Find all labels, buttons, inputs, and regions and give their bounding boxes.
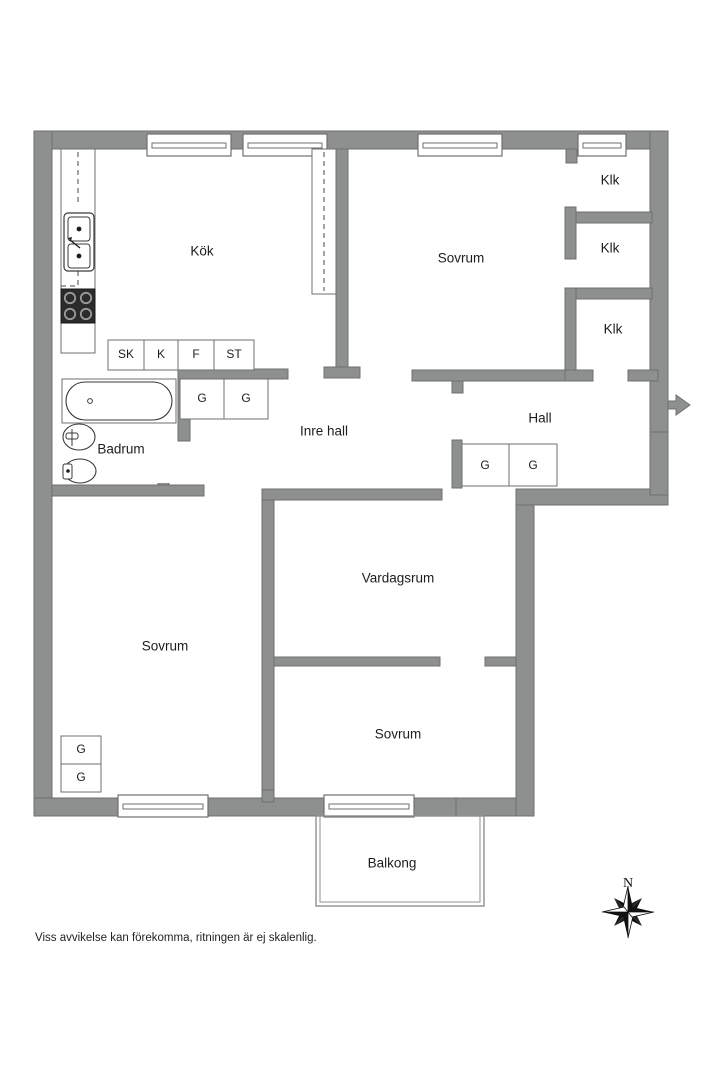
wardrobe-layer: G G G G G G [60,378,558,793]
wall-kok-sovrum [335,148,349,378]
room-label-layer: Kök Sovrum Klk Klk Klk Badrum Inre hall … [97,173,622,871]
room-label-klk-2: Klk [601,241,620,256]
wall-kok-sovrum-foot [323,366,361,379]
wall-klk1-left [564,206,577,260]
wardrobe-label-hall-2: G [528,458,537,472]
wardrobe-label-inrehall-2: G [241,391,250,405]
room-label-hall: Hall [528,411,551,426]
kitchen-sink-icon [63,212,95,272]
cabinet-label-f: F [192,347,199,361]
wall-hall-right-lower [649,431,669,496]
disclaimer-caption: Viss avvikelse kan förekomma, ritningen … [35,932,317,944]
room-label-inre-hall: Inre hall [300,424,348,439]
wardrobe-label-sovrum-2: G [76,770,85,784]
balcony-outline [315,815,485,907]
wall-klk-top-pier [565,148,578,164]
washbasin-icon [62,423,96,451]
window-sovrum1 [417,133,503,157]
exterior-wall-hall-bottom [515,488,669,506]
cabinet-label-sk: SK [118,347,134,361]
bathroom-fixtures [61,378,177,484]
room-label-klk-1: Klk [601,173,620,188]
entry-door-arrow-icon[interactable] [667,394,691,416]
room-label-klk-3: Klk [604,322,623,337]
room-label-badrum: Badrum [97,442,144,457]
kitchen-cabinet-row [107,339,255,371]
room-label-sovrum-1: Sovrum [438,251,485,266]
window-klk1 [577,133,627,157]
window-sovrum3 [323,794,415,818]
wall-sovrum2-top [51,484,205,497]
compass-rose: N [601,876,655,939]
wall-klk1-klk2-divider [575,211,653,224]
exterior-wall-top [33,130,669,150]
room-label-kok: Kök [190,244,214,259]
cabinet-label-k: K [157,347,165,361]
inre-hall-closet [311,148,337,295]
wall-klk3-bottom-right [627,369,659,382]
wardrobe-label-hall-1: G [480,458,489,472]
window-kok-1 [146,133,232,157]
wall-bottom-pier [261,789,275,803]
room-label-vardagsrum: Vardagsrum [362,571,435,586]
stove-icon [60,288,96,324]
wall-vardagsrum-top [261,488,443,501]
kitchen-fixtures: SK K F ST [60,148,255,371]
wardrobe-label-inrehall-1: G [197,391,206,405]
wardrobe-label-sovrum-1: G [76,742,85,756]
room-label-sovrum-3: Sovrum [375,727,422,742]
window-kok-2 [242,133,328,157]
exterior-wall-right-lower [515,488,535,817]
window-layer [117,133,627,818]
room-label-sovrum-2: Sovrum [142,639,189,654]
wall-sovrum3-right-stub [484,656,517,667]
compass-north-label: N [623,876,633,891]
bathtub-icon [61,378,177,424]
wall-sovrum1-bottom-stub [451,380,464,394]
exterior-wall-left [33,130,53,817]
window-sovrum2 [117,794,209,818]
cabinet-label-st: ST [226,347,242,361]
wall-vardagsrum-left [261,488,275,800]
toilet-icon [62,458,97,484]
wall-vardagsrum-sovrum3 [273,656,441,667]
wall-klk3-left [564,287,577,382]
wall-klk2-klk3-divider [575,287,653,300]
wall-klk3-bottom-left [564,369,594,382]
room-label-balkong: Balkong [368,856,417,871]
